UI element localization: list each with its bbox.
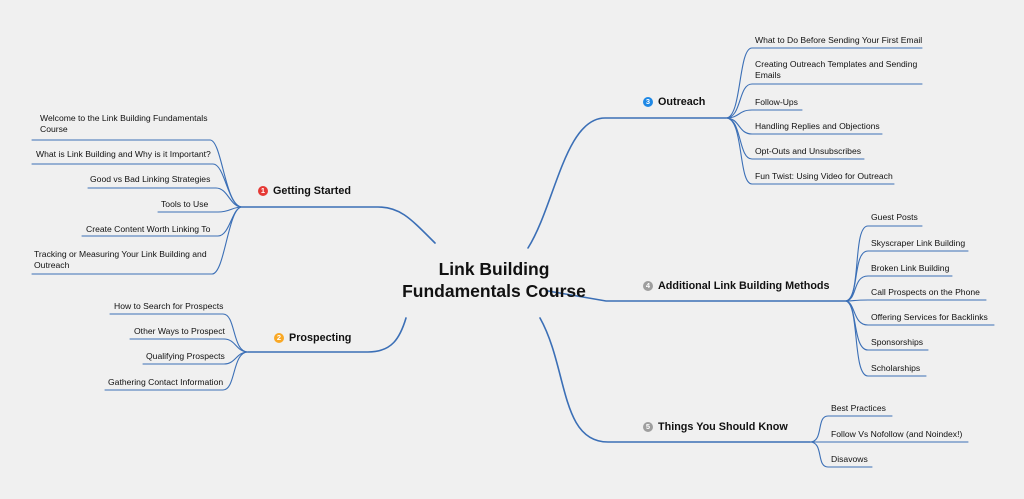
topic-call-prospects[interactable]: Call Prospects on the Phone xyxy=(871,287,980,297)
topic-what-is-link-building[interactable]: What is Link Building and Why is it Impo… xyxy=(36,149,211,159)
topic-welcome[interactable]: Welcome to the Link Building Fundamental… xyxy=(40,113,208,134)
branch-title: Things You Should Know xyxy=(658,421,788,433)
topic-gathering-contact[interactable]: Gathering Contact Information xyxy=(108,377,224,387)
connector-additional xyxy=(547,290,846,302)
topic-tracking[interactable]: Tracking or Measuring Your Link Building… xyxy=(34,249,207,270)
topic-follow-ups[interactable]: Follow-Ups xyxy=(755,97,798,107)
branch-title: Prospecting xyxy=(289,332,352,344)
topic-good-vs-bad[interactable]: Good vs Bad Linking Strategies xyxy=(90,174,211,184)
topic-search-prospects[interactable]: How to Search for Prospects xyxy=(114,301,224,311)
topic-outreach-templates[interactable]: Creating Outreach Templates and Sending … xyxy=(755,59,918,80)
number-badge-1: 1 xyxy=(258,186,268,196)
topic-qualifying[interactable]: Qualifying Prospects xyxy=(146,351,225,361)
topic-video-outreach[interactable]: Fun Twist: Using Video for Outreach xyxy=(755,171,893,181)
topic-handling-replies[interactable]: Handling Replies and Objections xyxy=(755,121,880,131)
branch-prospecting[interactable]: 2 Prospecting xyxy=(274,332,351,344)
branch-additional-methods[interactable]: 4 Additional Link Building Methods xyxy=(643,280,830,292)
topic-disavows[interactable]: Disavows xyxy=(831,454,868,464)
connector-getting-started xyxy=(241,206,436,244)
topic-before-first-email[interactable]: What to Do Before Sending Your First Ema… xyxy=(755,35,923,45)
number-badge-4: 4 xyxy=(643,281,653,291)
topic-create-content[interactable]: Create Content Worth Linking To xyxy=(86,224,211,234)
number-badge-5: 5 xyxy=(643,422,653,432)
topic-tools[interactable]: Tools to Use xyxy=(161,199,209,209)
number-badge-2: 2 xyxy=(274,333,284,343)
connector-things xyxy=(539,317,811,443)
branch-title: Getting Started xyxy=(273,185,351,197)
connector-prospecting xyxy=(247,317,407,353)
number-badge-3: 3 xyxy=(643,97,653,107)
topic-follow-vs-nofollow[interactable]: Follow Vs Nofollow (and Noindex!) xyxy=(831,429,963,439)
topic-sponsorships[interactable]: Sponsorships xyxy=(871,337,924,347)
topic-best-practices[interactable]: Best Practices xyxy=(831,403,886,413)
topic-offering-services[interactable]: Offering Services for Backlinks xyxy=(871,312,988,322)
topic-guest-posts[interactable]: Guest Posts xyxy=(871,212,918,222)
branch-getting-started[interactable]: 1 Getting Started xyxy=(258,185,351,197)
topic-broken-link[interactable]: Broken Link Building xyxy=(871,263,950,273)
branch-title: Additional Link Building Methods xyxy=(658,280,830,292)
topic-skyscraper[interactable]: Skyscraper Link Building xyxy=(871,238,966,248)
central-topic[interactable]: Link Building Fundamentals Course xyxy=(402,259,586,301)
branch-outreach[interactable]: 3 Outreach xyxy=(643,96,705,108)
topic-other-ways[interactable]: Other Ways to Prospect xyxy=(134,326,225,336)
topic-opt-outs[interactable]: Opt-Outs and Unsubscribes xyxy=(755,146,862,156)
connector-outreach xyxy=(527,117,727,249)
branch-things-to-know[interactable]: 5 Things You Should Know xyxy=(643,421,788,433)
branch-title: Outreach xyxy=(658,96,706,108)
topic-scholarships[interactable]: Scholarships xyxy=(871,363,921,373)
